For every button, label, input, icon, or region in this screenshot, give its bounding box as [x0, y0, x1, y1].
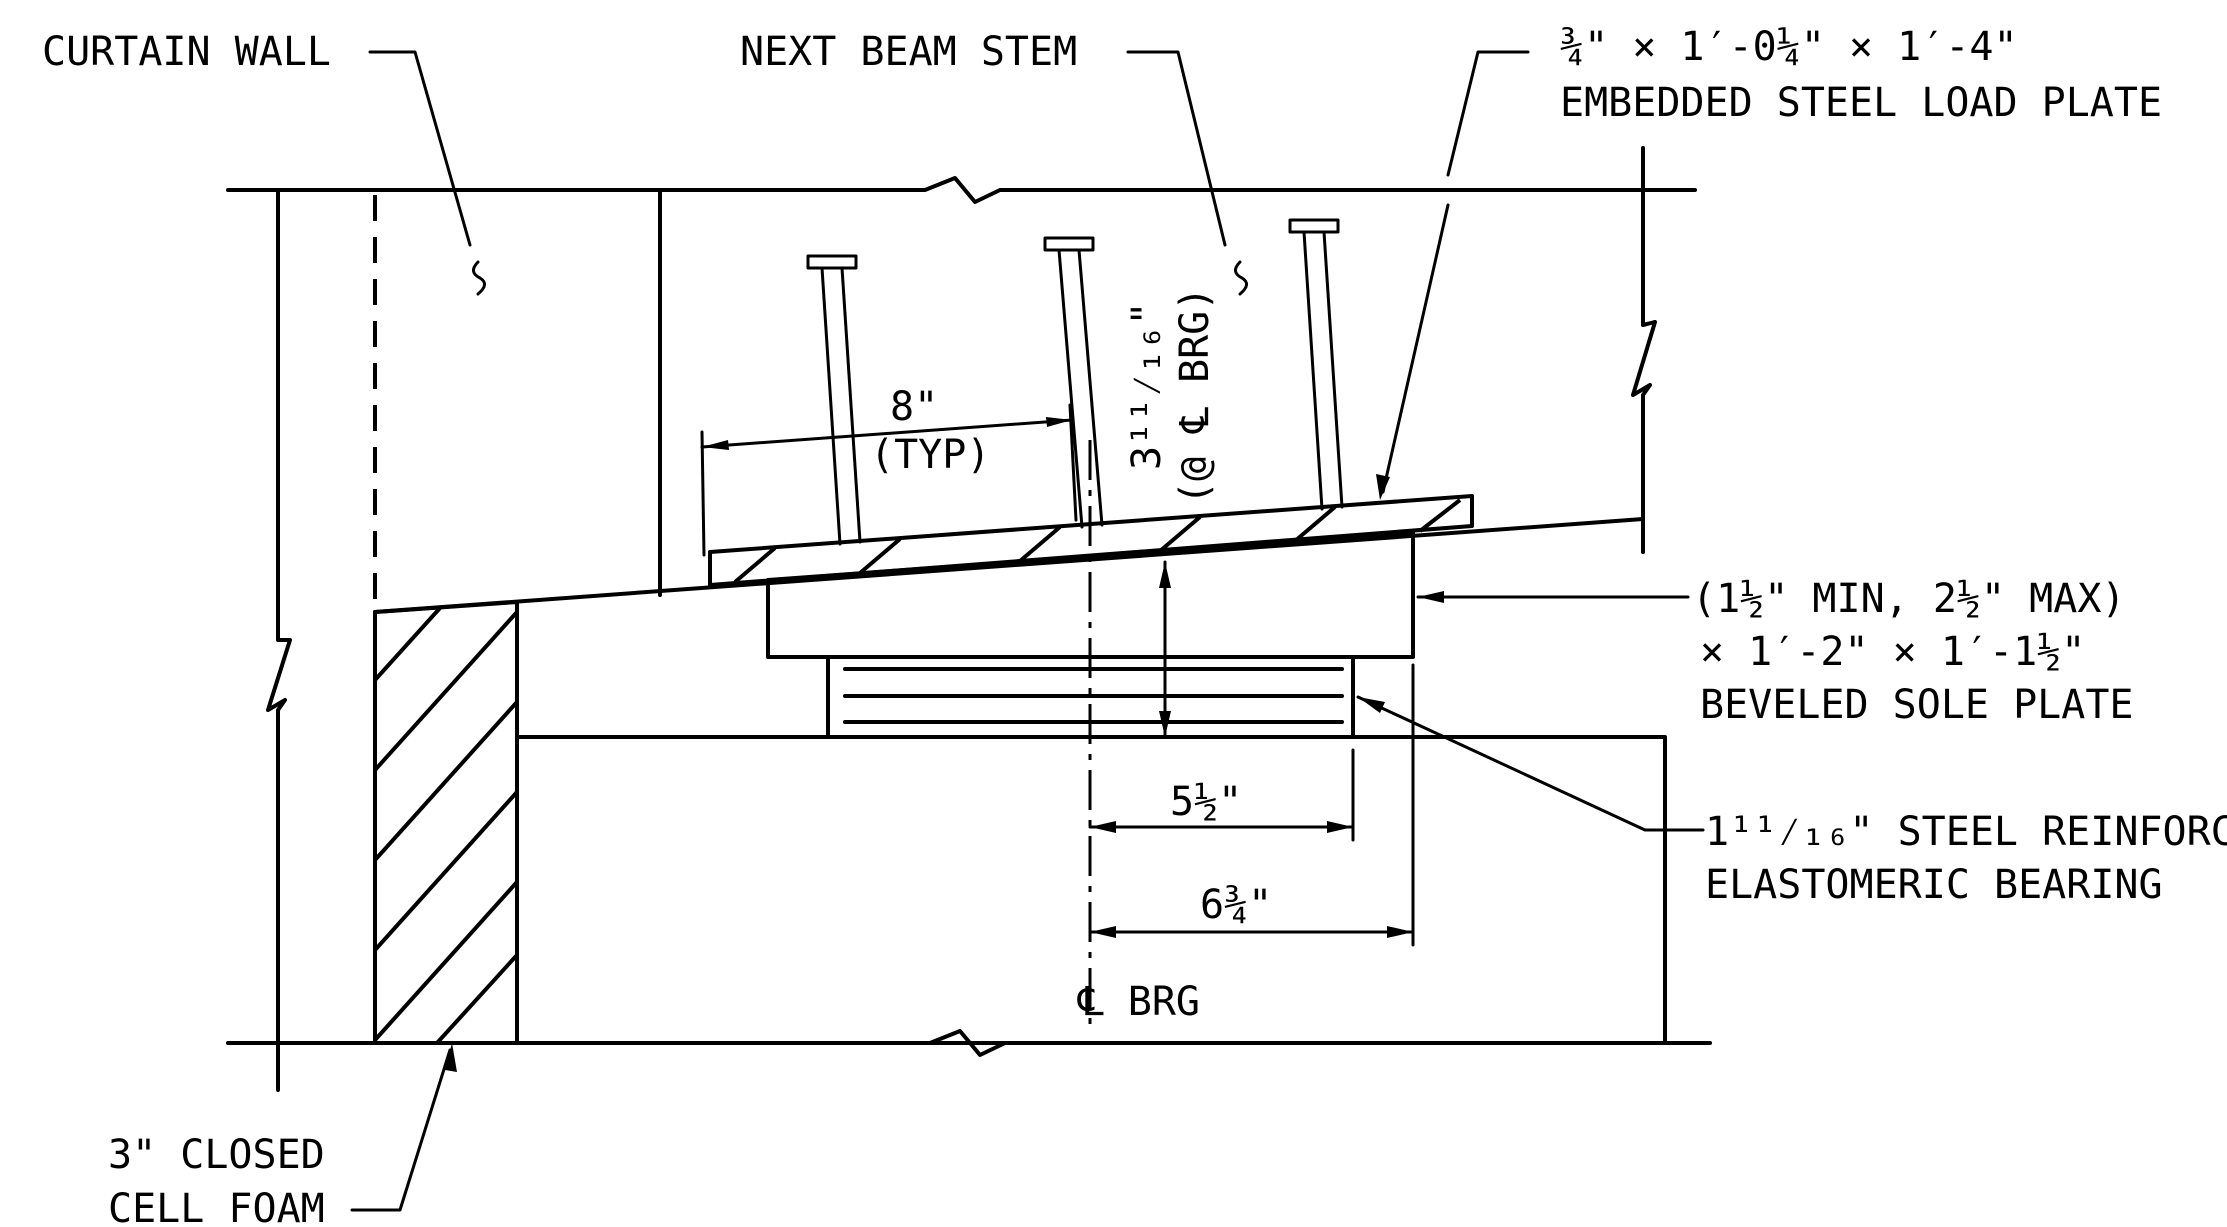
label-dim-5-half: 5½": [1170, 779, 1242, 825]
embedded-steel-load-plate: [708, 494, 1474, 587]
label-dim-8: 8": [890, 384, 938, 430]
label-load-plate-dims: ¾" × 1′-0¼" × 1′-4": [1560, 24, 2018, 70]
label-dim-3-11-16: 3¹¹⁄₁₆": [1124, 302, 1170, 471]
label-next-beam-stem: NEXT BEAM STEM: [740, 29, 1077, 75]
label-foam-line1: 3" CLOSED: [108, 1132, 325, 1178]
label-load-plate-name: EMBEDDED STEEL LOAD PLATE: [1560, 80, 2162, 126]
label-cl-brg: ℄ BRG: [1077, 979, 1200, 1025]
label-dim-at-cl-brg: (@ ℄ BRG): [1172, 287, 1218, 505]
label-sole-plate-line2: × 1′-2" × 1′-1½": [1700, 629, 2085, 675]
label-sole-plate-line1: (1½" MIN, 2½" MAX): [1692, 576, 2125, 622]
dim-3-11-16: [1159, 560, 1171, 739]
label-curtain-wall: CURTAIN WALL: [42, 29, 331, 75]
label-dim-6-3-4: 6¾": [1200, 882, 1272, 928]
label-sole-plate-name: BEVELED SOLE PLATE: [1700, 682, 2133, 728]
label-bearing-line1: 1¹¹⁄₁₆" STEEL REINFORCED: [1705, 809, 2227, 855]
top-beam-line: [226, 176, 1697, 204]
sloped-beam-soffit: [373, 517, 1645, 614]
label-dim-typ: (TYP): [870, 432, 990, 478]
right-beam-end-line: [1631, 146, 1657, 554]
dim-6-3-4: [1088, 663, 1415, 947]
leader-sole-plate: [1416, 591, 1690, 603]
closed-cell-foam: [373, 600, 519, 1045]
dim-5-half: [1088, 748, 1355, 842]
headed-studs: [806, 218, 1344, 546]
leader-next-beam-stem: [1126, 50, 1248, 296]
leader-curtain-wall: [368, 50, 486, 296]
dim-8-typ: [700, 403, 1078, 557]
label-bearing-line2: ELASTOMERIC BEARING: [1705, 862, 2163, 908]
beveled-sole-plate: [766, 531, 1415, 659]
left-wall-line: [266, 188, 292, 1092]
leader-elastomeric-bearing: [1356, 695, 1705, 832]
label-foam-line2: CELL FOAM: [108, 1186, 325, 1227]
leader-load-plate: [1376, 50, 1530, 500]
leader-foam: [350, 1043, 457, 1212]
